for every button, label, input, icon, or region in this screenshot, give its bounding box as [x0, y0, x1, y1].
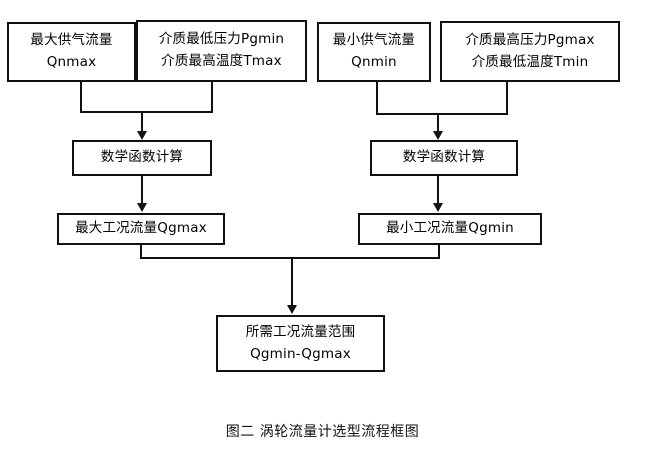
- arrow-left-into-math-calc: [137, 131, 147, 140]
- node-math-calc-right-label: 数学函数计算: [402, 149, 486, 166]
- connector-left-drop-b: [211, 82, 213, 113]
- figure-caption: 图二 涡轮流量计选型流程框图: [225, 424, 420, 440]
- node-math-calc-right: 数学函数计算: [370, 140, 518, 176]
- node-media-max-pressure-min-temp: 介质最高压力Pgmax 介质最低温度Tmin: [440, 21, 620, 82]
- node-max-supply-flow-line2: Qnmax: [46, 54, 97, 70]
- node-qgmax: 最大工况流量Qgmax: [57, 213, 225, 245]
- connector-right-drop-a: [376, 82, 378, 115]
- node-result-range: 所需工况流量范围 Qgmin-Qgmax: [216, 315, 385, 372]
- connector-bottom-drop-right: [438, 245, 440, 259]
- connector-left-drop-a: [80, 82, 82, 113]
- arrow-into-result-range: [287, 305, 297, 314]
- node-max-supply-flow: 最大供气流量 Qnmax: [7, 22, 136, 82]
- node-min-supply-flow: 最小供气流量 Qnmin: [317, 22, 431, 82]
- node-min-supply-flow-line2: Qnmin: [351, 54, 397, 70]
- node-media-min-pressure-max-temp: 介质最低压力Pgmin 介质最高温度Tmax: [136, 20, 307, 82]
- connector-left-merge-stem: [141, 111, 143, 132]
- arrow-right-into-math-calc: [433, 131, 443, 140]
- connector-right-merge-bar: [376, 113, 508, 115]
- arrow-into-qgmax: [137, 203, 147, 212]
- node-qgmax-label: 最大工况流量Qgmax: [75, 220, 207, 237]
- node-qgmin: 最小工况流量Qgmin: [358, 213, 542, 245]
- arrow-into-qgmin: [433, 203, 443, 212]
- node-math-calc-left: 数学函数计算: [72, 140, 212, 176]
- connector-bottom-drop-left: [140, 245, 142, 259]
- node-qgmin-label: 最小工况流量Qgmin: [386, 220, 514, 237]
- connector-math-left-to-qgmax: [141, 176, 143, 204]
- node-media-min-pressure-max-temp-line2: 介质最高温度Tmax: [161, 53, 282, 69]
- connector-left-merge-bar: [80, 111, 213, 113]
- node-result-range-line2: Qgmin-Qgmax: [250, 345, 351, 362]
- connector-bottom-merge-stem: [291, 257, 293, 306]
- connector-right-merge-stem: [437, 113, 439, 132]
- node-media-max-pressure-min-temp-line1: 介质最高压力Pgmax: [465, 31, 595, 48]
- node-result-range-line1: 所需工况流量范围: [245, 323, 356, 340]
- node-media-min-pressure-max-temp-line1: 介质最低压力Pgmin: [158, 31, 285, 48]
- node-min-supply-flow-line1: 最小供气流量: [332, 32, 416, 49]
- node-max-supply-flow-line1: 最大供气流量: [30, 32, 113, 49]
- connector-bottom-merge-bar: [140, 257, 440, 259]
- connector-right-drop-b: [506, 82, 508, 115]
- node-math-calc-left-label: 数学函数计算: [100, 149, 184, 166]
- connector-math-right-to-qgmin: [437, 176, 439, 204]
- node-media-max-pressure-min-temp-line2: 介质最低温度Tmin: [471, 53, 589, 70]
